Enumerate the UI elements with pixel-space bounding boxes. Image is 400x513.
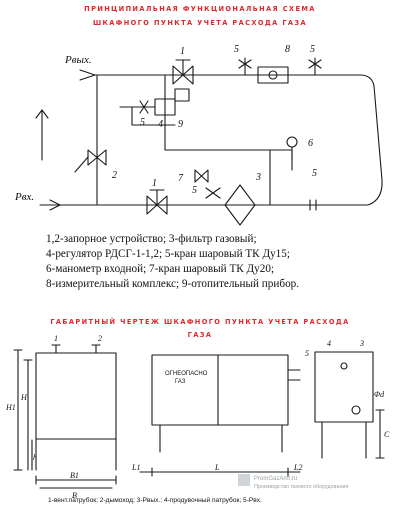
valve-5-left <box>238 57 252 76</box>
callout-9: 9 <box>178 119 183 130</box>
dim-H: H <box>20 393 28 402</box>
callout-1-bottom: 1 <box>152 178 157 189</box>
dim-callout-5: 5 <box>305 349 309 358</box>
heater-9 <box>174 88 190 102</box>
filter-3 <box>224 184 256 226</box>
gauge-branch <box>269 149 293 171</box>
scheme-title-line2: ШКАФНОГО ПУНКТА УЧЕТА РАСХОДА ГАЗА <box>92 19 308 27</box>
footnote: 1-вент.патрубок; 2-дымоход; 3-Рвых.; 4-п… <box>48 496 262 504</box>
manometer-6 <box>286 136 298 161</box>
outlet-flow-arrow <box>79 69 96 81</box>
legend-line-3: 6-манометр входной; 7-кран шаровый ТК Ду… <box>46 263 275 275</box>
legend-line-1: 1,2-запорное устройство; 3-фильтр газовы… <box>46 233 257 245</box>
valve-5-filter <box>205 187 221 199</box>
meter-8 <box>257 66 289 84</box>
callout-2: 2 <box>112 170 117 181</box>
front-view-main <box>151 354 301 453</box>
outlet-pipe <box>94 74 383 206</box>
valve-5-right <box>308 57 322 76</box>
regulator-branch <box>164 74 271 206</box>
callout-8: 8 <box>285 44 290 55</box>
dim-C: C <box>384 430 390 439</box>
vent-stack <box>35 109 49 161</box>
dimensions-title-line1: ГАБАРИТНЫЙ ЧЕРТЕЖ ШКАФНОГО ПУНКТА УЧЕТА … <box>50 318 350 326</box>
dim-H1: H1 <box>5 403 16 412</box>
cabinet-sign-line2: ГАЗ <box>175 379 186 385</box>
watermark-line1: PromGazArm.ru <box>254 476 297 482</box>
dim-callout-1: 1 <box>54 334 58 343</box>
dim-callout-2: 2 <box>98 334 102 343</box>
callout-3: 3 <box>255 172 261 183</box>
inlet-flow-arrow <box>49 199 61 211</box>
callout-5-c: 5 <box>140 117 145 128</box>
callout-5-b: 5 <box>310 44 315 55</box>
callout-5-a: 5 <box>234 44 239 55</box>
callout-7: 7 <box>178 173 184 184</box>
front-view-left <box>35 344 117 471</box>
cabinet-sign-line1: ОГНЕОПАСНО <box>165 371 208 377</box>
callout-1-top: 1 <box>180 46 185 57</box>
dim-callout-3: 3 <box>359 339 364 348</box>
dim-callout-4: 4 <box>327 339 331 348</box>
legend-line-2: 4-регулятор РДСГ-1-1,2; 5-кран шаровый Т… <box>46 248 290 260</box>
dim-L1: L1 <box>131 463 140 472</box>
callout-4: 4 <box>158 119 163 130</box>
watermark: PromGazArm.ru Производство газового обор… <box>238 474 348 490</box>
valve-1-top <box>172 59 194 85</box>
dim-B1: B1 <box>70 471 79 480</box>
label-inlet: Рвх. <box>14 191 34 203</box>
callout-6: 6 <box>308 138 313 149</box>
dimensions-title-line2: ГАЗА <box>187 331 213 339</box>
side-view-right <box>314 351 374 459</box>
valve-7 <box>194 169 209 183</box>
dim-L: L <box>214 463 220 472</box>
valve-1-bottom <box>146 189 168 215</box>
dim-h: h <box>33 453 37 462</box>
callout-5-e: 5 <box>312 168 317 179</box>
scheme-title-line1: ПРИНЦИПИАЛЬНАЯ ФУНКЦИОНАЛЬНАЯ СХЕМА <box>84 5 316 13</box>
legend-line-4: 8-измерительный комплекс; 9-отопительный… <box>46 278 300 290</box>
callout-5-d: 5 <box>192 185 197 196</box>
watermark-line2: Производство газового оборудования <box>254 484 348 490</box>
valve-2 <box>74 149 107 173</box>
dim-B: B <box>72 491 77 500</box>
dim-d: Φd <box>374 390 385 399</box>
dim-L2: L2 <box>293 463 302 472</box>
label-outlet: Рвых. <box>64 54 92 66</box>
